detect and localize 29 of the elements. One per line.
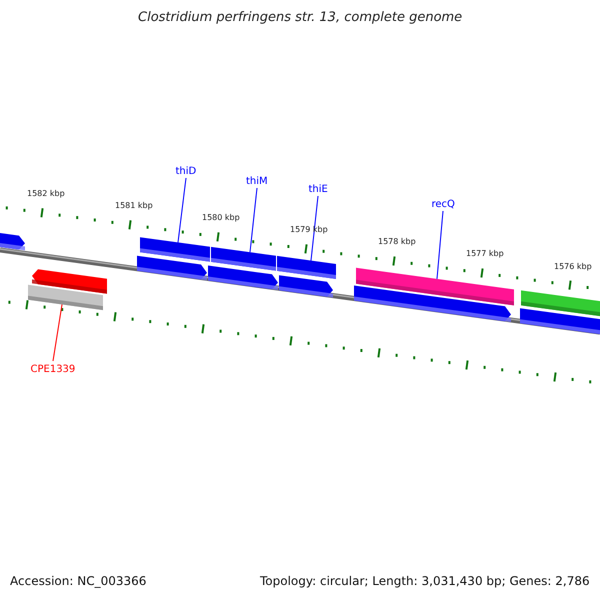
gene-feature	[520, 308, 600, 335]
gene-label: recQ	[432, 200, 455, 210]
gene-feature	[140, 237, 210, 262]
tick-label: 1576 kbp	[554, 262, 592, 270]
gene-feature	[208, 266, 278, 290]
gene-feature	[354, 286, 511, 322]
gene-feature	[279, 275, 333, 298]
leader-line	[178, 178, 186, 243]
gene-label: CPE1339	[30, 365, 76, 375]
leader-line	[310, 196, 318, 262]
tick-label: 1581 kbp	[115, 202, 153, 210]
gene-label: thiD	[176, 167, 196, 177]
gene-label: thiM	[246, 177, 268, 187]
gene-feature	[277, 256, 336, 279]
accession-text: Accession: NC_003366	[10, 575, 146, 587]
gene-feature	[0, 232, 25, 250]
gene-feature	[211, 246, 276, 271]
title: Clostridium perfringens str. 13, complete genome	[138, 11, 462, 24]
leader-line	[250, 188, 258, 253]
gene-feature	[137, 256, 207, 280]
tick-label: 1582 kbp	[27, 190, 65, 198]
tick-label: 1577 kbp	[466, 250, 504, 258]
gene-label: thiE	[308, 185, 328, 195]
genome-summary-text: Topology: circular; Length: 3,031,430 bp; Genes: 2,786	[260, 575, 590, 587]
tick-label: 1580 kbp	[202, 214, 240, 222]
tick-label: 1578 kbp	[378, 238, 416, 246]
leader-line	[52, 304, 62, 362]
leader-line	[436, 210, 444, 280]
gene-feature	[28, 284, 103, 310]
